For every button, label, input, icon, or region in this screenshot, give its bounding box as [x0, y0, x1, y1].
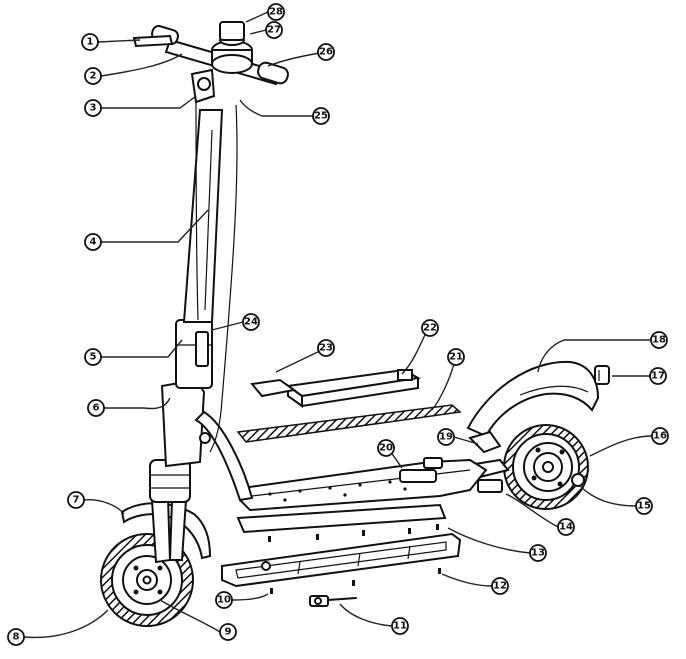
tail-light — [594, 365, 610, 385]
scooter-drawing — [100, 21, 610, 627]
svg-text:9: 9 — [225, 627, 232, 638]
svg-text:20: 20 — [379, 443, 393, 454]
svg-text:18: 18 — [652, 335, 666, 346]
svg-text:25: 25 — [314, 111, 328, 122]
badge-18: 18 — [650, 331, 668, 349]
svg-text:17: 17 — [651, 371, 665, 382]
svg-text:21: 21 — [449, 352, 463, 363]
badge-12: 12 — [491, 577, 509, 595]
badge-26: 26 — [317, 43, 335, 61]
svg-text:27: 27 — [267, 25, 281, 36]
svg-text:3: 3 — [90, 103, 97, 114]
svg-text:11: 11 — [393, 621, 407, 632]
gasket-plate — [236, 503, 447, 534]
svg-text:24: 24 — [244, 317, 258, 328]
svg-text:12: 12 — [493, 581, 507, 592]
badge-8: 8 — [7, 628, 25, 646]
badge-24: 24 — [242, 313, 260, 331]
part-number-badges: 1 2 3 4 5 6 7 8 9 10 11 12 13 14 15 16 1… — [7, 3, 669, 646]
badge-3: 3 — [84, 99, 102, 117]
battery-bracket — [250, 378, 297, 398]
bottom-cover — [221, 532, 462, 588]
grip-tape — [236, 404, 462, 443]
battery-pack — [285, 368, 421, 408]
rear-fender — [466, 360, 600, 438]
badge-25: 25 — [312, 107, 330, 125]
svg-text:1: 1 — [87, 37, 94, 48]
svg-text:8: 8 — [13, 632, 20, 643]
badge-16: 16 — [651, 427, 669, 445]
svg-text:16: 16 — [653, 431, 667, 442]
badge-23: 23 — [317, 339, 335, 357]
svg-text:26: 26 — [319, 47, 333, 58]
svg-text:5: 5 — [90, 352, 97, 363]
kickstand — [309, 595, 357, 607]
badge-17: 17 — [649, 367, 667, 385]
badge-6: 6 — [87, 399, 105, 417]
badge-5: 5 — [84, 348, 102, 366]
badge-11: 11 — [391, 617, 409, 635]
svg-text:15: 15 — [637, 501, 651, 512]
badge-10: 10 — [215, 591, 233, 609]
svg-text:14: 14 — [559, 522, 573, 533]
svg-text:23: 23 — [319, 343, 333, 354]
badge-21: 21 — [447, 348, 465, 366]
badge-20: 20 — [377, 439, 395, 457]
svg-text:7: 7 — [73, 495, 80, 506]
svg-text:2: 2 — [90, 71, 97, 82]
svg-text:4: 4 — [90, 237, 97, 248]
badge-27: 27 — [265, 21, 283, 39]
dashboard-display — [211, 21, 253, 74]
badge-13: 13 — [529, 544, 547, 562]
rear-wheel — [503, 424, 589, 510]
badge-22: 22 — [421, 319, 439, 337]
svg-text:13: 13 — [531, 548, 545, 559]
badge-19: 19 — [437, 428, 455, 446]
badge-7: 7 — [67, 491, 85, 509]
badge-28: 28 — [267, 3, 285, 21]
badge-1: 1 — [81, 33, 99, 51]
svg-text:19: 19 — [439, 432, 453, 443]
deck-frame — [238, 458, 488, 512]
badge-2: 2 — [84, 67, 102, 85]
badge-4: 4 — [84, 233, 102, 251]
svg-text:28: 28 — [269, 7, 283, 18]
svg-text:6: 6 — [93, 403, 100, 414]
svg-text:22: 22 — [423, 323, 437, 334]
badge-15: 15 — [635, 497, 653, 515]
badge-14: 14 — [557, 518, 575, 536]
svg-text:10: 10 — [217, 595, 231, 606]
badge-9: 9 — [219, 623, 237, 641]
